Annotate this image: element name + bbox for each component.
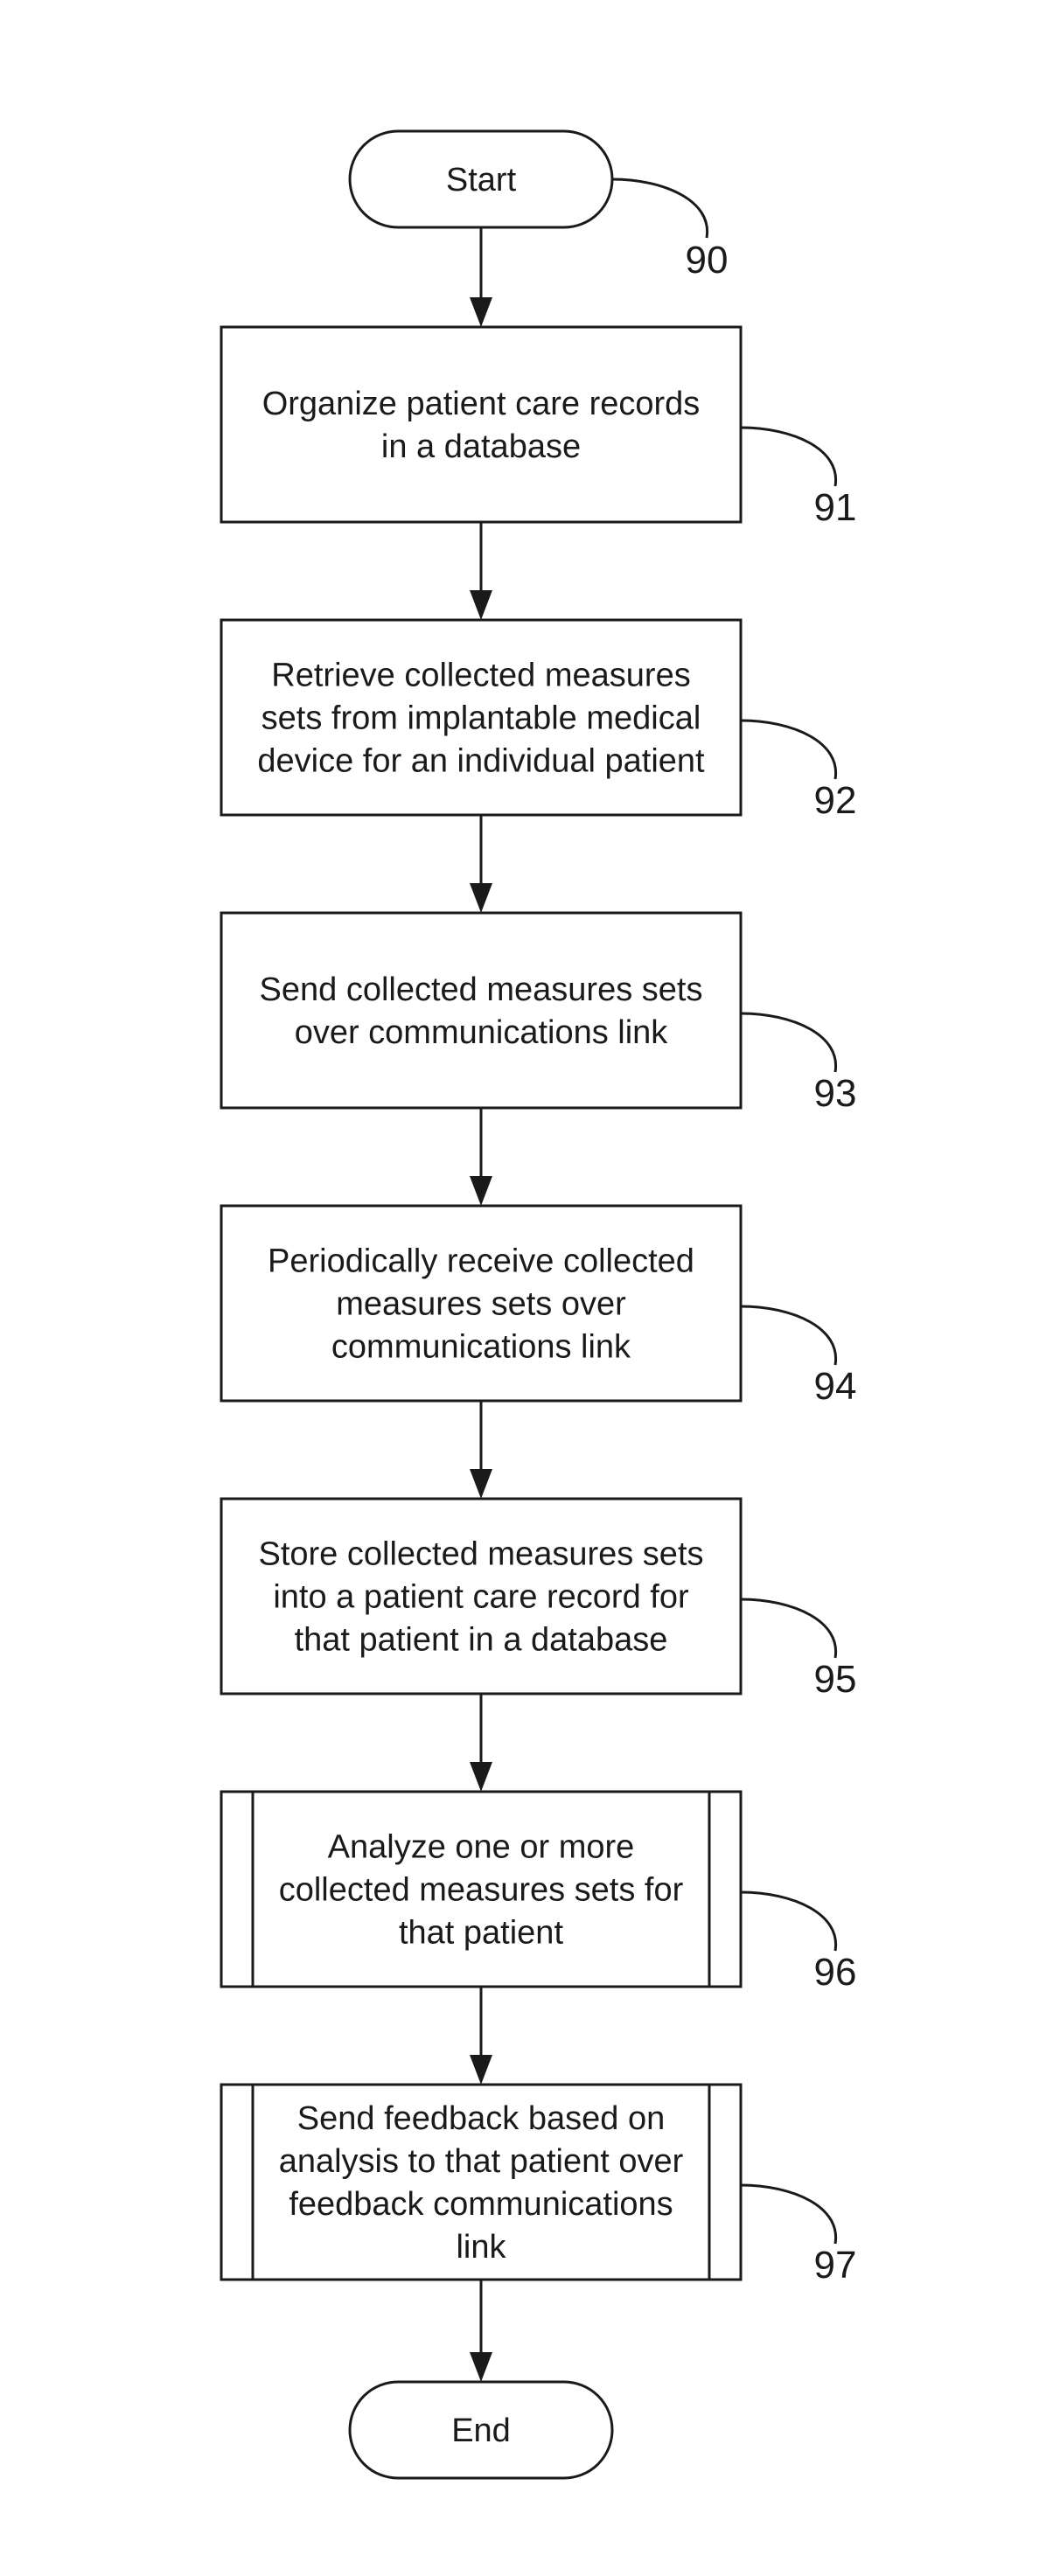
step-94-ref-leader bbox=[741, 1306, 836, 1365]
start-node: Start bbox=[350, 131, 612, 227]
step-95-ref-number: 95 bbox=[814, 1658, 857, 1701]
step-94-text-line: measures sets over bbox=[336, 1286, 626, 1323]
arrow-to-step-97-arrowhead bbox=[470, 2055, 492, 2085]
step-93-text-line: Send collected measures sets bbox=[260, 971, 703, 1008]
step-91: Organize patient care records in a databa… bbox=[221, 327, 856, 529]
step-97-text-line: Send feedback based on bbox=[297, 2100, 665, 2137]
process-box bbox=[221, 913, 741, 1108]
start-ref-number: 90 bbox=[686, 239, 729, 282]
step-92-ref-number: 92 bbox=[814, 779, 857, 822]
step-92-text-line: Retrieve collected measures bbox=[271, 658, 690, 694]
step-93-text-line: over communications link bbox=[295, 1014, 669, 1051]
arrow-to-step-91-arrowhead bbox=[470, 297, 492, 327]
step-97-text-line: link bbox=[456, 2229, 506, 2266]
step-96-ref-leader bbox=[741, 1892, 836, 1951]
step-91-text-line: in a database bbox=[381, 428, 581, 465]
step-93: Send collected measures sets over communi… bbox=[221, 913, 856, 1115]
step-95-text-line: that patient in a database bbox=[295, 1622, 668, 1659]
step-94-text-line: Periodically receive collected bbox=[268, 1243, 694, 1280]
step-91-ref-leader bbox=[741, 428, 836, 486]
step-92-text-line: device for an individual patient bbox=[257, 743, 705, 780]
arrow-to-step-94-arrowhead bbox=[470, 1176, 492, 1206]
arrow-to-end-arrowhead bbox=[470, 2352, 492, 2382]
step-95-text-line: Store collected measures sets bbox=[258, 1536, 703, 1573]
step-94-text-line: communications link bbox=[331, 1329, 631, 1366]
step-96: Analyze one or more collected measures se… bbox=[221, 1792, 856, 1994]
step-96-text-line: Analyze one or more bbox=[328, 1829, 635, 1866]
step-94: Periodically receive collected measures s… bbox=[221, 1206, 856, 1408]
step-95-ref-leader bbox=[741, 1599, 836, 1658]
step-97: Send feedback based on analysis to that p… bbox=[221, 2085, 856, 2287]
arrow-to-step-95-arrowhead bbox=[470, 1469, 492, 1499]
step-91-ref-number: 91 bbox=[814, 486, 857, 529]
end-node: End bbox=[350, 2382, 612, 2478]
arrow-to-step-93-arrowhead bbox=[470, 883, 492, 913]
end-label: End bbox=[451, 2412, 511, 2449]
step-97-ref-leader bbox=[741, 2185, 836, 2244]
step-93-ref-number: 93 bbox=[814, 1072, 857, 1115]
step-95-text-line: into a patient care record for bbox=[273, 1579, 689, 1616]
arrow-to-step-92-arrowhead bbox=[470, 590, 492, 620]
process-box bbox=[221, 327, 741, 522]
step-92-text-line: sets from implantable medical bbox=[262, 700, 701, 737]
arrow-to-step-96-arrowhead bbox=[470, 1762, 492, 1792]
step-97-text-line: feedback communications bbox=[289, 2186, 673, 2223]
step-96-ref-number: 96 bbox=[814, 1951, 857, 1994]
step-92-ref-leader bbox=[741, 721, 836, 779]
step-92: Retrieve collected measures sets from imp… bbox=[221, 620, 856, 822]
start-ref-leader bbox=[612, 179, 708, 238]
step-97-text-line: analysis to that patient over bbox=[279, 2143, 684, 2180]
step-94-ref-number: 94 bbox=[814, 1365, 857, 1408]
step-95: Store collected measures sets into a pati… bbox=[221, 1499, 856, 1701]
start-label: Start bbox=[446, 162, 517, 198]
step-97-ref-number: 97 bbox=[814, 2244, 857, 2287]
process-steps: Organize patient care records in a databa… bbox=[221, 327, 856, 2287]
step-91-text-line: Organize patient care records bbox=[262, 386, 701, 422]
step-96-text-line: that patient bbox=[399, 1915, 563, 1952]
step-93-ref-leader bbox=[741, 1013, 836, 1072]
step-96-text-line: collected measures sets for bbox=[279, 1872, 684, 1909]
